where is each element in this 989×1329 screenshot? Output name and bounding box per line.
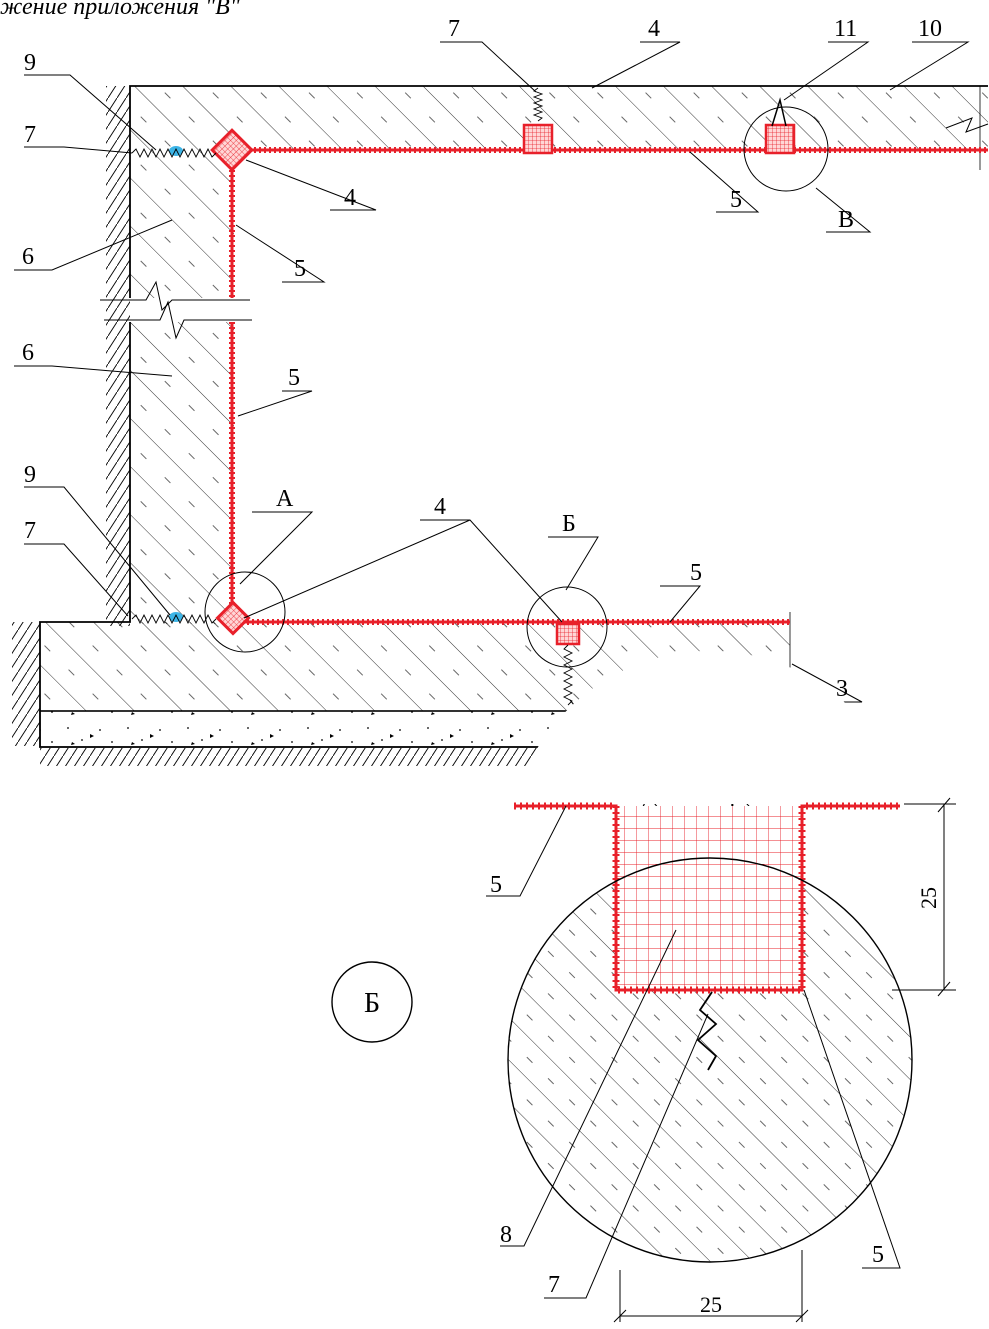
detail-b-labels: 5 8 7 5 bbox=[490, 872, 884, 1298]
waterproofing-membrane bbox=[229, 147, 988, 625]
callout-4-bottom: 4 bbox=[434, 494, 446, 520]
callout-10: 10 bbox=[918, 16, 942, 42]
detail-b-dim-vertical: 25 bbox=[916, 887, 941, 909]
joint-zigzags bbox=[131, 87, 574, 706]
detail-b-dim-horizontal: 25 bbox=[700, 1292, 722, 1317]
concrete-structure bbox=[39, 85, 988, 800]
detail-circles bbox=[204, 106, 829, 668]
callout-5-bottom: 5 bbox=[690, 560, 702, 586]
swelling-profiles bbox=[210, 123, 796, 646]
callout-6-lower: 6 bbox=[22, 340, 34, 366]
detail-b-title-label: Б bbox=[364, 988, 380, 1019]
detail-b-title: Б bbox=[331, 961, 413, 1043]
detail-b-label-7: 7 bbox=[548, 1272, 560, 1298]
sealant-dots bbox=[169, 146, 183, 622]
callout-5-vert-upper: 5 bbox=[294, 256, 306, 282]
callout-3: 3 bbox=[836, 676, 848, 702]
callout-11: 11 bbox=[834, 16, 857, 42]
detail-b-dimensions bbox=[613, 797, 956, 1323]
callout-5-top: 5 bbox=[730, 187, 742, 213]
callout-9-upper: 9 bbox=[24, 50, 36, 76]
drawing-caption: жение приложения "В" bbox=[0, 0, 240, 20]
detail-marker-a: А bbox=[276, 486, 294, 512]
callout-4-top: 4 bbox=[648, 16, 660, 42]
detail-b-label-8: 8 bbox=[500, 1222, 512, 1248]
detail-b-label-5-top: 5 bbox=[490, 872, 502, 898]
callout-7-lower-left: 7 bbox=[24, 518, 36, 544]
detail-b-label-5-bottom: 5 bbox=[872, 1242, 884, 1268]
callout-5-vert-lower: 5 bbox=[288, 365, 300, 391]
fastener bbox=[771, 97, 787, 127]
callout-7-top: 7 bbox=[448, 16, 460, 42]
detail-marker-b: Б bbox=[562, 511, 576, 537]
callout-7-upper-left: 7 bbox=[24, 122, 36, 148]
callout-6-upper: 6 bbox=[22, 244, 34, 270]
callout-9-lower: 9 bbox=[24, 462, 36, 488]
detail-b-view bbox=[507, 650, 913, 1263]
detail-marker-v: В bbox=[838, 207, 854, 233]
detail-b-leaders bbox=[486, 805, 901, 1299]
callout-4-corner: 4 bbox=[344, 185, 356, 211]
